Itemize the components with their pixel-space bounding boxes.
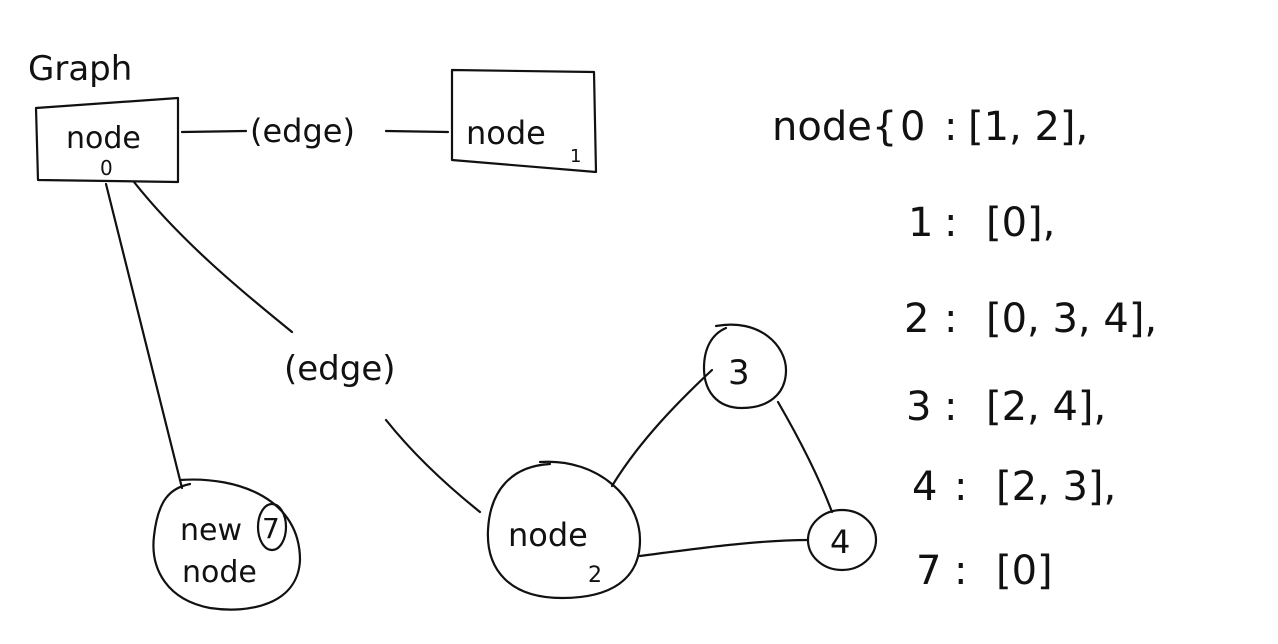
node-2-sub: 2: [588, 563, 602, 588]
node-2-label: node: [508, 516, 588, 554]
adjacency-row-1-key: 1: [908, 200, 933, 246]
node-0-box: [34, 96, 180, 184]
node-7-label-line2: node: [182, 555, 257, 590]
node-7: new node 7: [152, 478, 302, 611]
node-7-label-line1: new: [180, 513, 242, 548]
adjacency-row-0-list: [1, 2],: [968, 104, 1088, 150]
node-0-sub: 0: [100, 156, 113, 180]
edge-line-node2-to-node4: [638, 538, 810, 558]
adjacency-row-0-sep: :: [944, 104, 957, 150]
edge-line-node0-to-middle-label: [132, 180, 294, 334]
adjacency-row-2-sep: :: [944, 296, 957, 342]
adjacency-row-5-key: 7: [916, 548, 941, 594]
adjacency-row-3-sep: :: [944, 384, 957, 430]
edge-line-node3-to-node4: [776, 400, 834, 514]
node-2-circle: [486, 460, 642, 600]
adjacency-row: 7 : [0]: [916, 548, 1053, 594]
adjacency-row-5-list: [0]: [996, 548, 1053, 594]
edge-label-middle: (edge): [284, 349, 396, 389]
edge-line-node0-to-node7: [104, 182, 184, 490]
node-3-label: 3: [728, 353, 750, 393]
adjacency-row: 1 : [0],: [908, 200, 1055, 246]
node-1-sub: 1: [570, 146, 581, 167]
adjacency-row-0-key: 0: [900, 104, 925, 150]
adjacency-row-5-sep: :: [954, 548, 967, 594]
adjacency-row-2-key: 2: [904, 296, 929, 342]
node-4-label: 4: [830, 523, 850, 561]
edge-line-node2-to-node3: [610, 368, 714, 488]
adjacency-row-2-list: [0, 3, 4],: [986, 296, 1157, 342]
node-7-id: 7: [262, 512, 280, 545]
adjacency-row-4-key: 4: [912, 464, 937, 510]
node-1-box: [450, 68, 598, 174]
node-1: node 1: [450, 68, 598, 174]
node-3: 3: [702, 323, 788, 410]
adjacency-row-1-sep: :: [944, 200, 957, 246]
adjacency-row: 2 : [0, 3, 4],: [904, 296, 1157, 342]
edge-label-top: (edge): [250, 112, 355, 150]
adjacency-row-4-list: [2, 3],: [996, 464, 1116, 510]
node-7-id-circle: [256, 502, 288, 552]
adjacency-row: 3 : [2, 4],: [906, 384, 1106, 430]
adjacency-row-3-key: 3: [906, 384, 931, 430]
edge-line-middle-label-to-node2: [384, 418, 482, 514]
graph-title: Graph: [28, 49, 132, 89]
node-2: node 2: [486, 460, 642, 600]
node-1-label: node: [466, 114, 546, 152]
adjacency-row-1-list: [0],: [986, 200, 1055, 246]
edge-line-node0-to-label: [180, 129, 248, 134]
node-7-circle: [152, 478, 302, 611]
adjacency-row-3-list: [2, 4],: [986, 384, 1106, 430]
adjacency-list: node{ 0 : [1, 2], 1 : [0], 2 : [0, 3, 4]…: [772, 104, 1157, 594]
adjacency-prefix: node{: [772, 104, 897, 150]
edge-line-label-to-node1: [384, 129, 450, 134]
adjacency-row: 4 : [2, 3],: [912, 464, 1116, 510]
node-4: 4: [806, 508, 878, 572]
node-0: node 0: [34, 96, 180, 184]
adjacency-row: 0 : [1, 2],: [900, 104, 1088, 150]
node-3-circle: [702, 323, 788, 410]
node-0-label: node: [66, 121, 141, 156]
adjacency-row-4-sep: :: [954, 464, 967, 510]
